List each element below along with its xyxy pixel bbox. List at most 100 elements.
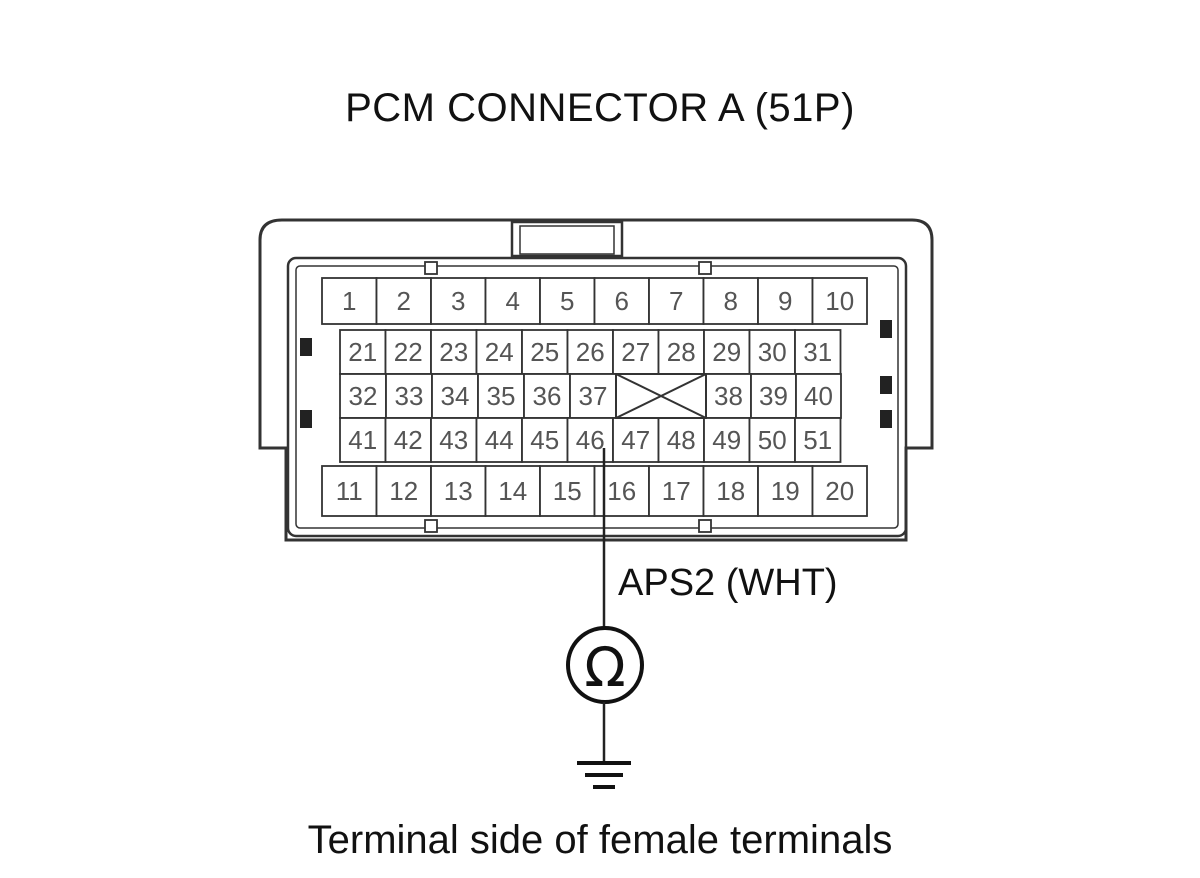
- terminal-51: 51: [794, 417, 842, 463]
- terminal-11: 11: [321, 465, 378, 517]
- terminal-34: 34: [431, 373, 479, 419]
- terminal-number: 51: [803, 425, 832, 455]
- terminal-number: 22: [394, 337, 423, 367]
- terminal-39: 39: [750, 373, 797, 419]
- terminal-4: 4: [484, 277, 541, 325]
- terminal-27: 27: [612, 329, 660, 375]
- terminal-15: 15: [539, 465, 596, 517]
- terminal-2: 2: [375, 277, 432, 325]
- terminal-number: 7: [669, 286, 683, 316]
- terminal-number: 23: [439, 337, 468, 367]
- ground-icon: [577, 761, 631, 789]
- terminal-8: 8: [702, 277, 759, 325]
- terminal-10: 10: [811, 277, 868, 325]
- keying-tabs: [424, 261, 712, 533]
- terminal-number: 41: [348, 425, 377, 455]
- terminal-number: 49: [712, 425, 741, 455]
- terminal-number: 3: [451, 286, 465, 316]
- terminal-7: 7: [648, 277, 705, 325]
- terminal-23: 23: [430, 329, 478, 375]
- terminal-29: 29: [703, 329, 751, 375]
- terminal-12: 12: [375, 465, 432, 517]
- terminal-42: 42: [384, 417, 432, 463]
- lock-marks: [300, 320, 892, 428]
- terminal-number: 29: [712, 337, 741, 367]
- terminal-number: 50: [758, 425, 787, 455]
- terminal-number: 18: [716, 476, 745, 506]
- blocked-cavity: [615, 373, 707, 419]
- terminal-5: 5: [539, 277, 596, 325]
- terminal-13: 13: [430, 465, 487, 517]
- terminal-33: 33: [385, 373, 433, 419]
- terminal-46: 46: [566, 417, 614, 463]
- diagram-caption: Terminal side of female terminals: [307, 818, 893, 862]
- terminal-50: 50: [748, 417, 796, 463]
- terminal-number: 37: [579, 381, 608, 411]
- terminal-number: 25: [530, 337, 559, 367]
- terminal-22: 22: [384, 329, 432, 375]
- terminal-number: 48: [667, 425, 696, 455]
- terminal-43: 43: [430, 417, 478, 463]
- terminal-number: 9: [778, 286, 792, 316]
- ohmmeter-icon: Ω: [566, 626, 644, 704]
- terminal-31: 31: [794, 329, 842, 375]
- terminal-48: 48: [657, 417, 705, 463]
- terminal-35: 35: [477, 373, 525, 419]
- terminal-44: 44: [475, 417, 523, 463]
- diagram-title: PCM CONNECTOR A (51P): [345, 86, 855, 130]
- terminal-9: 9: [757, 277, 814, 325]
- terminal-19: 19: [757, 465, 814, 517]
- terminal-number: 27: [621, 337, 650, 367]
- terminal-number: 30: [758, 337, 787, 367]
- terminal-18: 18: [702, 465, 759, 517]
- terminal-number: 26: [576, 337, 605, 367]
- terminal-number: 6: [615, 286, 629, 316]
- terminal-number: 47: [621, 425, 650, 455]
- terminal-number: 35: [487, 381, 516, 411]
- terminal-3: 3: [430, 277, 487, 325]
- terminal-number: 38: [714, 381, 743, 411]
- terminal-37: 37: [569, 373, 617, 419]
- terminal-number: 15: [553, 476, 582, 506]
- terminal-number: 31: [803, 337, 832, 367]
- terminal-number: 1: [342, 286, 356, 316]
- terminal-1: 1: [321, 277, 378, 325]
- terminal-number: 42: [394, 425, 423, 455]
- connector-housing: [258, 218, 934, 542]
- terminal-36: 36: [523, 373, 571, 419]
- terminal-number: 33: [395, 381, 424, 411]
- terminal-number: 40: [804, 381, 833, 411]
- terminal-number: 28: [667, 337, 696, 367]
- terminal-number: 43: [439, 425, 468, 455]
- wire-label: APS2 (WHT): [618, 562, 838, 604]
- terminal-28: 28: [657, 329, 705, 375]
- terminal-32: 32: [339, 373, 387, 419]
- terminal-number: 4: [506, 286, 520, 316]
- terminal-number: 14: [498, 476, 527, 506]
- terminal-number: 39: [759, 381, 788, 411]
- terminal-49: 49: [703, 417, 751, 463]
- terminal-47: 47: [612, 417, 660, 463]
- terminal-number: 2: [397, 286, 411, 316]
- terminal-number: 46: [576, 425, 605, 455]
- terminal-number: 17: [662, 476, 691, 506]
- terminal-number: 32: [349, 381, 378, 411]
- terminal-number: 24: [485, 337, 514, 367]
- terminal-17: 17: [648, 465, 705, 517]
- terminal-number: 21: [348, 337, 377, 367]
- terminal-number: 12: [389, 476, 418, 506]
- terminal-number: 5: [560, 286, 574, 316]
- terminal-number: 36: [533, 381, 562, 411]
- terminal-number: 13: [444, 476, 473, 506]
- terminal-30: 30: [748, 329, 796, 375]
- terminal-number: 8: [724, 286, 738, 316]
- terminal-25: 25: [521, 329, 569, 375]
- svg-text:Ω: Ω: [584, 636, 625, 699]
- terminal-40: 40: [795, 373, 842, 419]
- terminal-number: 44: [485, 425, 514, 455]
- terminal-38: 38: [705, 373, 752, 419]
- terminal-45: 45: [521, 417, 569, 463]
- terminal-number: 45: [530, 425, 559, 455]
- terminal-41: 41: [339, 417, 387, 463]
